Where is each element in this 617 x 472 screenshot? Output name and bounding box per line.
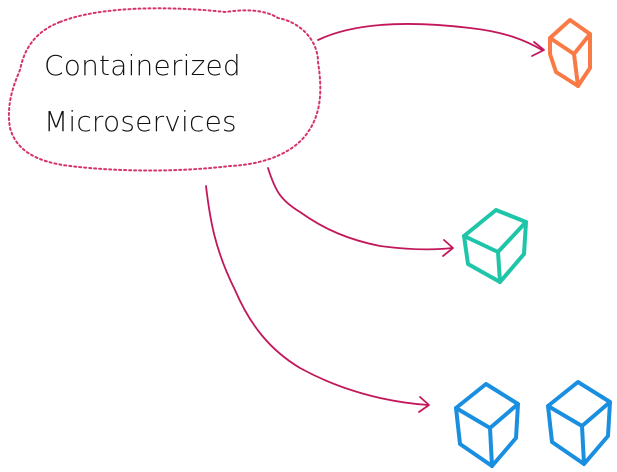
cloud-label-line-1: Containerized — [44, 49, 241, 82]
arrow-to-orange-container — [317, 22, 545, 57]
cube-icon — [462, 208, 528, 284]
arrow-to-teal-container — [267, 167, 454, 257]
cloud-label-line-2: Microservices — [44, 105, 237, 138]
cloud-shape — [8, 7, 322, 172]
cube-icon — [546, 380, 612, 466]
cube-icon — [548, 18, 592, 88]
arrow-to-blue-containers — [205, 185, 430, 413]
cloud-label: Containerized Microservices — [44, 38, 284, 150]
cube-icon — [454, 382, 520, 468]
